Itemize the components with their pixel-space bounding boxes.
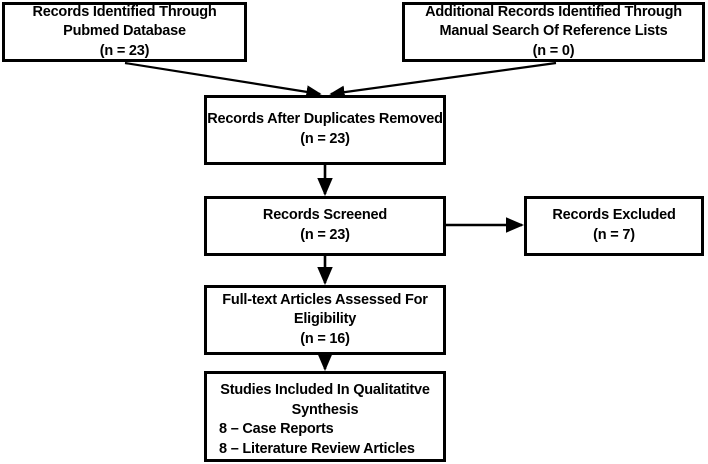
node-additional-records-manual-search: Additional Records Identified Through Ma… <box>402 2 705 62</box>
node-dedup-line-1: Records After Duplicates Removed <box>207 111 443 128</box>
edge-manual-to-dedup <box>329 61 557 99</box>
node-included-item-literature-reviews: 8 – Literature Review Articles <box>219 440 415 457</box>
node-records-after-duplicates-removed: Records After Duplicates Removed (n = 23… <box>204 95 446 165</box>
node-records-excluded: Records Excluded (n = 7) <box>524 196 704 256</box>
node-screened-count: (n = 23) <box>300 227 350 243</box>
node-excluded-line-1: Records Excluded <box>552 207 676 224</box>
node-included-item-case-reports: 8 – Case Reports <box>219 421 334 438</box>
node-pubmed-line-2: Pubmed Database <box>63 23 186 40</box>
node-excluded-count: (n = 7) <box>593 227 635 243</box>
node-pubmed-count: (n = 23) <box>99 42 150 59</box>
node-studies-included-qualitative-synthesis: Studies Included In Qualitatitve Synthes… <box>204 371 446 462</box>
node-included-breakdown-list: 8 – Case Reports 8 – Literature Review A… <box>207 420 443 459</box>
node-included-heading-1: Studies Included In Qualitatitve <box>220 382 430 398</box>
edge-pubmed-to-dedup <box>124 61 322 99</box>
node-pubmed-line-1: Records Identified Through <box>32 3 217 20</box>
node-manual-count: (n = 0) <box>532 42 575 59</box>
node-screened-line-1: Records Screened <box>262 207 388 224</box>
node-records-screened: Records Screened (n = 23) <box>204 196 446 256</box>
node-manual-line-1: Additional Records Identified Through <box>425 3 682 20</box>
node-included-heading-2: Synthesis <box>291 401 359 418</box>
node-fulltext-line-2: Eligibility <box>293 311 357 328</box>
node-manual-line-2: Manual Search Of Reference Lists <box>439 23 668 40</box>
node-fulltext-articles-assessed: Full-text Articles Assessed For Eligibil… <box>204 285 446 355</box>
node-fulltext-line-1: Full-text Articles Assessed For <box>222 291 428 308</box>
node-fulltext-count: (n = 16) <box>300 330 350 347</box>
node-dedup-count: (n = 23) <box>300 131 350 147</box>
node-records-identified-pubmed: Records Identified Through Pubmed Databa… <box>2 2 247 62</box>
